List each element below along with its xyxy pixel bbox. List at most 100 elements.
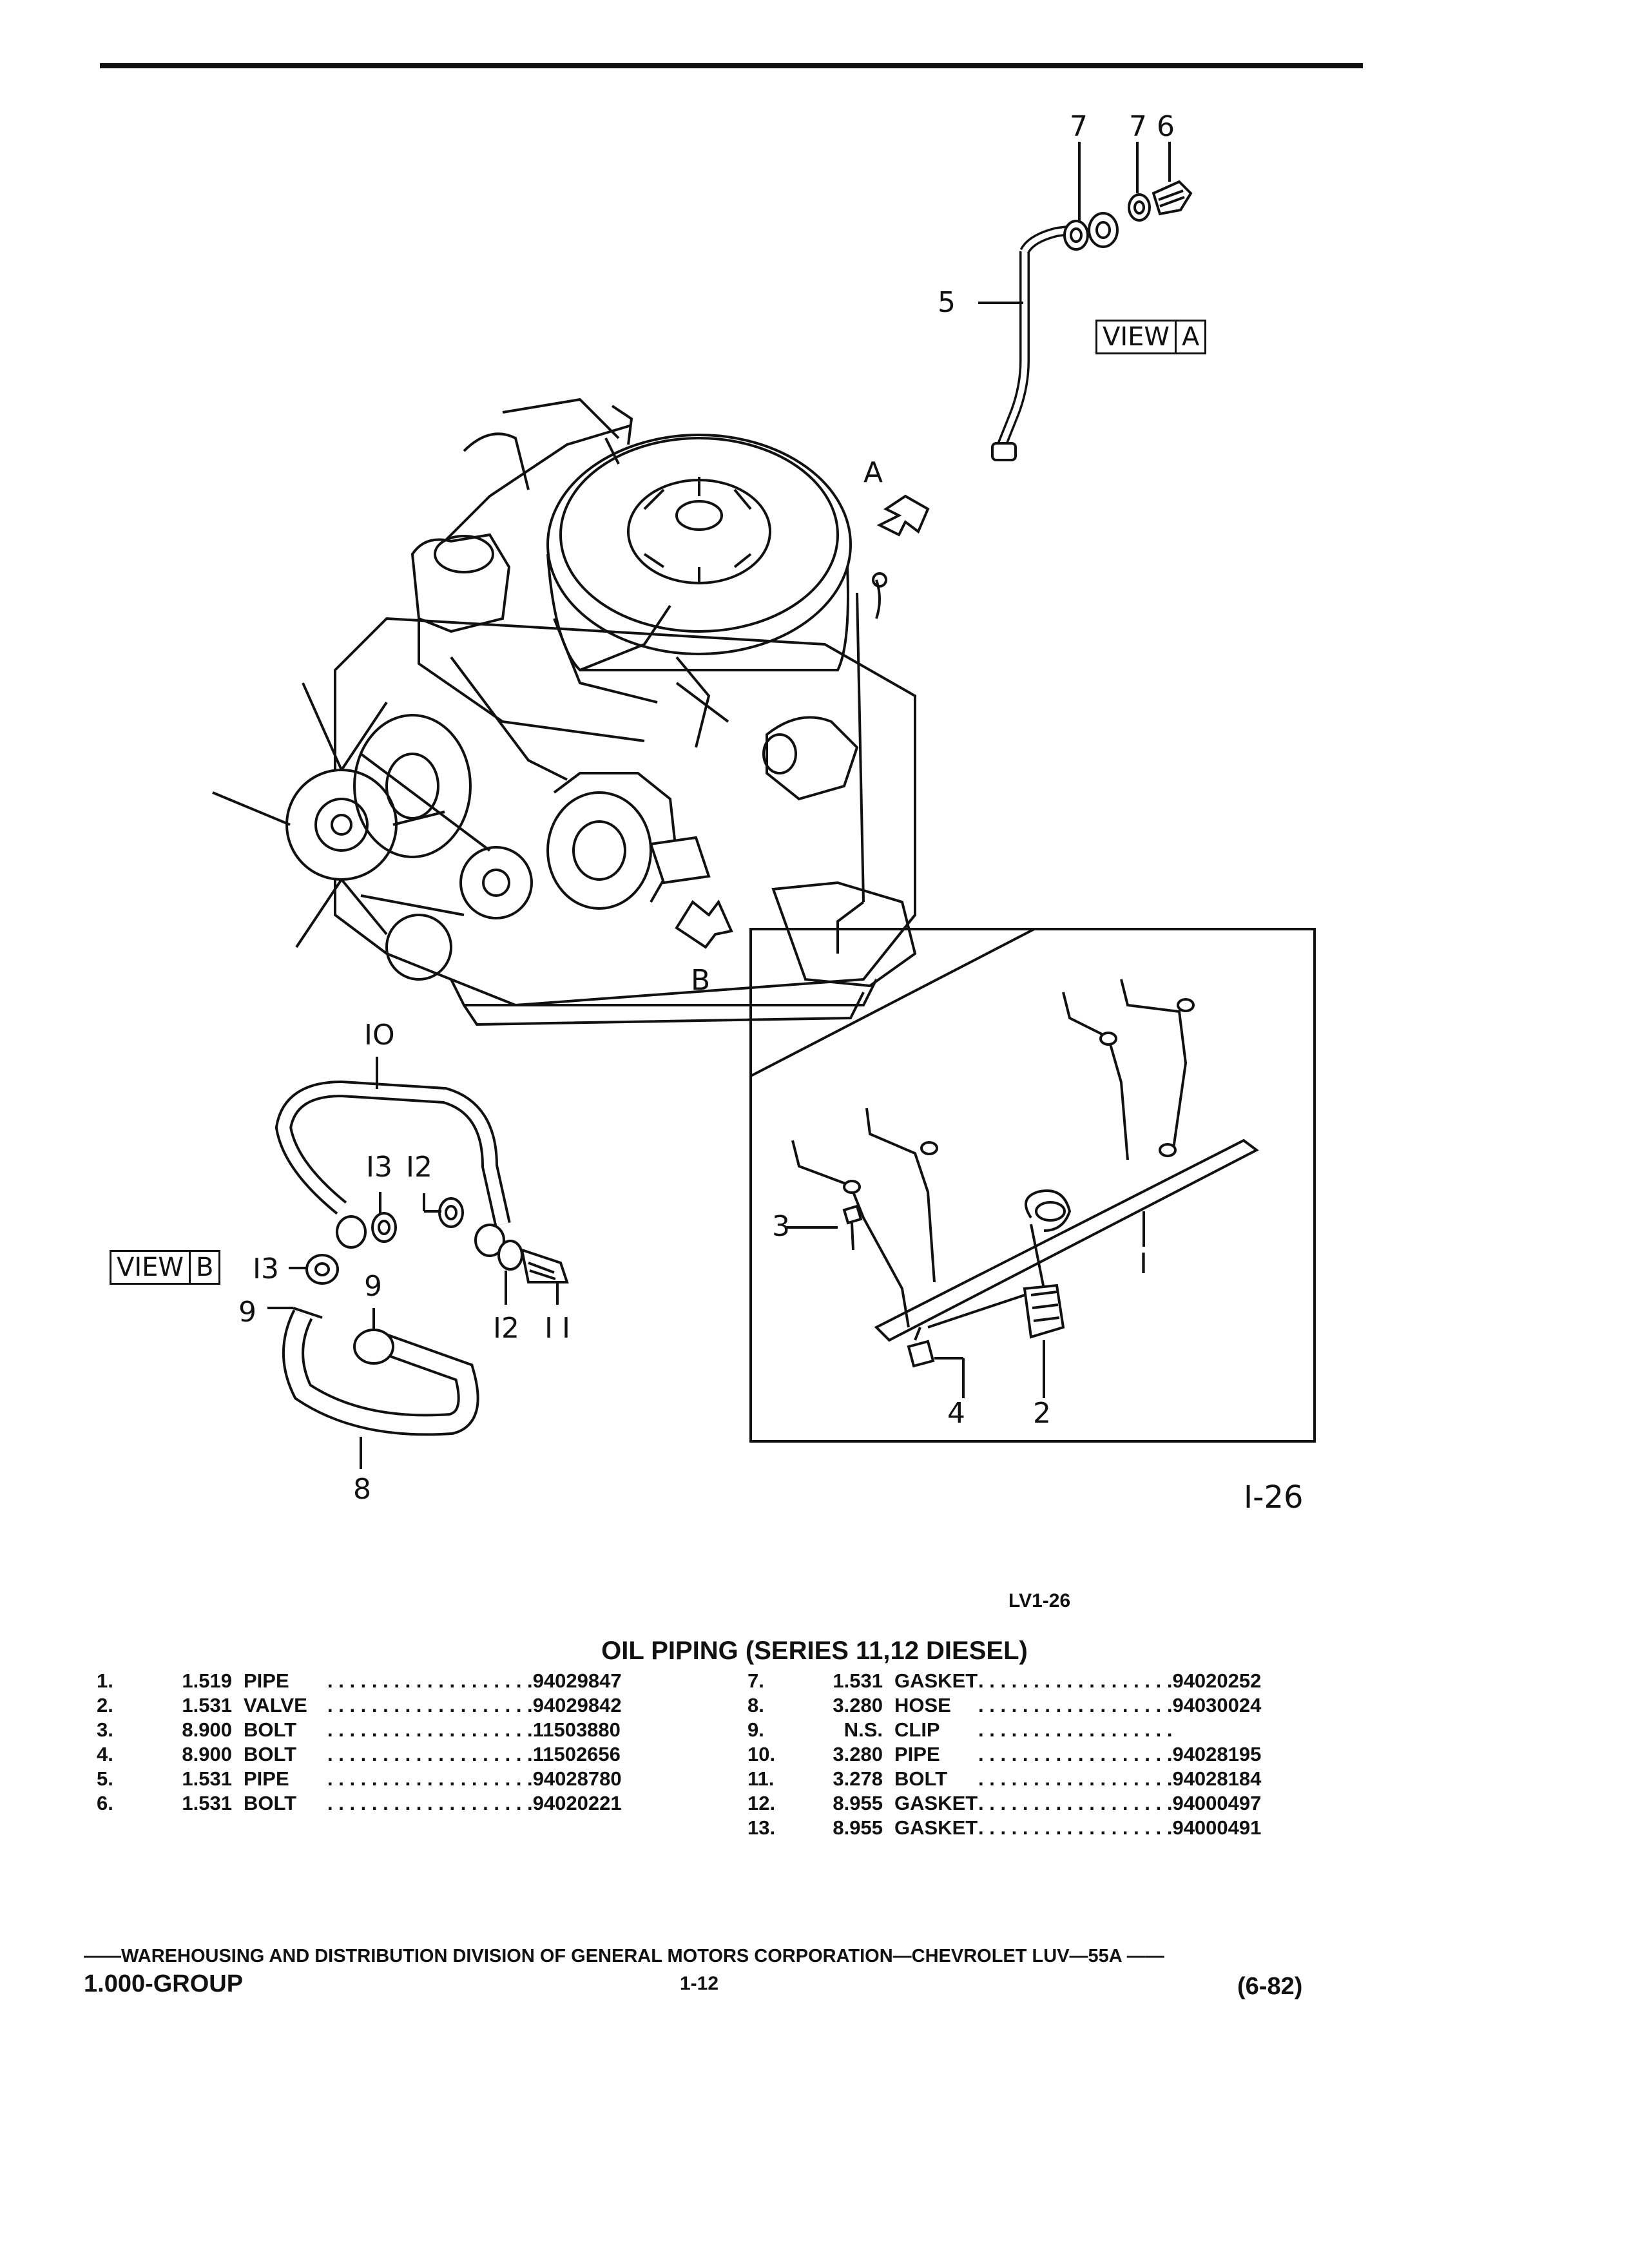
part-description: GASKET xyxy=(894,1792,978,1814)
callout-9: 9 xyxy=(238,1296,256,1329)
group-code: 8.955 xyxy=(833,1816,883,1839)
callout-4: 4 xyxy=(947,1397,965,1430)
view-b-drawing xyxy=(267,1057,569,1469)
part-description: BOLT xyxy=(244,1743,297,1765)
group-code: 8.900 xyxy=(182,1743,232,1765)
part-description: PIPE xyxy=(894,1743,940,1765)
group-code: N.S. xyxy=(843,1718,883,1741)
part-number: 94028780 xyxy=(532,1767,622,1790)
leader-dots: . . . . . . . . . . . . . . . . . . xyxy=(978,1792,1173,1814)
item-number: 3. xyxy=(97,1718,113,1741)
engine-drawing xyxy=(212,398,930,1026)
parts-row: 8. 3.280 HOSE . . . . . . . . . . . . . . .… xyxy=(747,1693,1261,1718)
part-description: GASKET xyxy=(894,1816,978,1839)
part-number: 94030024 xyxy=(1172,1694,1262,1716)
callout-7: 7 xyxy=(1129,110,1147,143)
leader-dots: . . . . . . . . . . . . . . . . . . . xyxy=(327,1767,533,1790)
group-code: 1.531 xyxy=(182,1767,232,1790)
leader-dots: . . . . . . . . . . . . . . . . . . . xyxy=(327,1718,533,1741)
callout-a: A xyxy=(863,456,883,489)
part-number: 94000491 xyxy=(1172,1816,1262,1839)
group-code: 3.280 xyxy=(833,1694,883,1716)
callout-b: B xyxy=(691,964,711,997)
part-number: 11502656 xyxy=(532,1743,621,1765)
part-number: 94020221 xyxy=(532,1792,622,1814)
part-description: HOSE xyxy=(894,1694,951,1716)
view-b-letter: B xyxy=(188,1252,218,1283)
callout-13: I3 xyxy=(253,1253,279,1285)
item-number: 12. xyxy=(747,1792,776,1814)
callout-9: 9 xyxy=(364,1270,382,1303)
part-description: PIPE xyxy=(244,1669,289,1692)
top-rule xyxy=(100,63,1363,68)
parts-row: 2. 1.531 VALVE . . . . . . . . . . . . . . … xyxy=(97,1693,622,1718)
part-number: 94028184 xyxy=(1172,1767,1262,1790)
item-number: 13. xyxy=(747,1816,776,1839)
callout-13: I3 xyxy=(366,1151,392,1184)
group-code: 8.900 xyxy=(182,1718,232,1741)
callout-12: I2 xyxy=(406,1151,432,1184)
leader-dots: . . . . . . . . . . . . . . . . . . . xyxy=(327,1694,533,1716)
part-description: BOLT xyxy=(244,1718,297,1741)
item-number: 11. xyxy=(747,1767,775,1790)
part-description: VALVE xyxy=(244,1694,307,1716)
view-a-word: VIEW xyxy=(1103,322,1170,352)
leader-dots: . . . . . . . . . . . . . . . . . . . xyxy=(327,1792,533,1814)
parts-row: 5. 1.531 PIPE . . . . . . . . . . . . . . .… xyxy=(97,1767,622,1791)
part-description: BOLT xyxy=(244,1792,297,1814)
group-code: 1.519 xyxy=(182,1669,232,1692)
view-b-label: VIEW B xyxy=(110,1250,221,1285)
group-code: 3.278 xyxy=(833,1767,883,1790)
footer-page-number: 1-12 xyxy=(680,1973,719,1994)
part-description: PIPE xyxy=(244,1767,289,1790)
item-number: 7. xyxy=(747,1669,764,1692)
group-code: 1.531 xyxy=(182,1694,232,1716)
part-number: 94020252 xyxy=(1172,1669,1262,1692)
callout-5: 5 xyxy=(938,286,956,319)
item-number: 6. xyxy=(97,1792,113,1814)
footer-division-line: ——WAREHOUSING AND DISTRIBUTION DIVISION … xyxy=(84,1946,1164,1966)
view-b-word: VIEW xyxy=(117,1253,184,1282)
item-number: 1. xyxy=(97,1669,113,1692)
part-number: 94028195 xyxy=(1172,1743,1262,1765)
item-number: 8. xyxy=(747,1694,764,1716)
leader-dots: . . . . . . . . . . . . . . . . . . xyxy=(978,1669,1173,1692)
leader-dots: . . . . . . . . . . . . . . . . . . xyxy=(978,1816,1173,1839)
callout-7: 7 xyxy=(1070,110,1088,143)
leader-dots: . . . . . . . . . . . . . . . . . . . xyxy=(327,1743,533,1765)
leader-dots: . . . . . . . . . . . . . . . . . . xyxy=(978,1718,1173,1741)
callout-6: 6 xyxy=(1157,110,1175,143)
item-number: 10. xyxy=(747,1743,776,1765)
item-number: 4. xyxy=(97,1743,113,1765)
footer-group: 1.000-GROUP xyxy=(84,1970,244,1997)
item-number: 9. xyxy=(747,1718,764,1741)
parts-row: 3. 8.900 BOLT . . . . . . . . . . . . . . .… xyxy=(97,1718,622,1742)
part-number: 11503880 xyxy=(532,1718,621,1741)
view-a-pipe-drawing xyxy=(978,142,1193,461)
view-a-label: VIEW A xyxy=(1095,320,1207,354)
callout-10: IO xyxy=(364,1019,395,1052)
parts-row: 13. 8.955 GASKET. . . . . . . . . . . . . … xyxy=(747,1816,1261,1840)
callout-1: I xyxy=(1139,1247,1148,1280)
leader-dots: . . . . . . . . . . . . . . . . . . xyxy=(978,1694,1173,1716)
parts-row: 9.N.S.CLIP. . . . . . . . . . . . . . . … xyxy=(747,1718,1261,1742)
item-number: 5. xyxy=(97,1767,113,1790)
callout-3: 3 xyxy=(772,1210,790,1243)
leader-dots: . . . . . . . . . . . . . . . . . . xyxy=(978,1743,1173,1765)
part-number: 94029842 xyxy=(532,1694,622,1716)
callout-8: 8 xyxy=(353,1473,371,1506)
view-a-letter: A xyxy=(1174,322,1204,352)
footer-date: (6-82) xyxy=(1237,1973,1303,2000)
item-number: 2. xyxy=(97,1694,113,1716)
page-title: OIL PIPING (SERIES 11,12 DIESEL) xyxy=(601,1637,1028,1665)
part-description: BOLT xyxy=(894,1767,948,1790)
document-reference: LV1-26 xyxy=(1008,1590,1071,1611)
